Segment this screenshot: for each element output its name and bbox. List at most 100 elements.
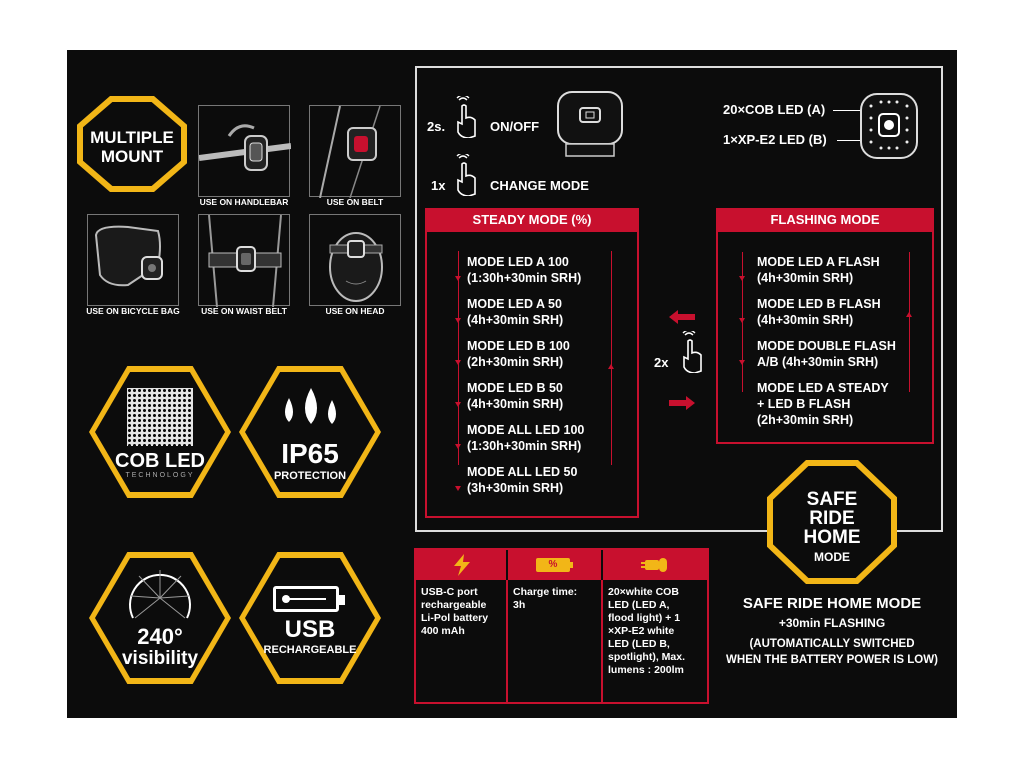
steady-mode-runtime: (1:30h+30min SRH) (467, 271, 582, 285)
steady-mode-runtime: (4h+30min SRH) (467, 313, 564, 327)
onoff-prefix: 2s. (427, 119, 446, 134)
safe-ride-home-badge: SAFE RIDE HOME MODE (767, 460, 897, 584)
visibility-title: 240° (137, 624, 183, 649)
water-drops-icon (285, 388, 336, 424)
infographic-panel: MULTIPLE MOUNT USE ON HANDLEBAR USE ON B… (67, 50, 957, 718)
spec-text-line: flood light) + 1 (608, 612, 681, 624)
spec-text-line: 3h (513, 599, 526, 611)
spec-header-charge-time: % (508, 550, 603, 580)
steady-return-line (611, 251, 612, 465)
press-hand-icon (456, 154, 476, 196)
safe-ride-title: SAFE RIDE HOME MODE (742, 595, 922, 612)
ip65-badge: IP65 PROTECTION (239, 366, 381, 498)
mount-badge-line1: MULTIPLE (90, 128, 174, 147)
pointer-line (833, 110, 861, 111)
steady-step-arrow (455, 402, 461, 407)
spec-text-line: 400 mAh (421, 625, 465, 637)
flashing-mode-detail: (4h+30min SRH) (757, 271, 854, 285)
safe-ride-line2: +30min FLASHING (778, 616, 886, 630)
steady-step-arrow (455, 276, 461, 281)
steady-step-arrow (455, 486, 461, 491)
bicycle-bag-mount-image (87, 214, 179, 306)
light-front-view-icon (860, 93, 918, 159)
head-mount-image (309, 214, 401, 306)
steady-mode-name: MODE ALL LED 50 (467, 465, 578, 479)
cob-led-label: 20×COB LED (A) (723, 102, 826, 117)
safe-badge-line4: MODE (814, 550, 850, 564)
flashing-mode-name: MODE LED B FLASH (757, 297, 881, 311)
steady-step-arrow (455, 318, 461, 323)
switch-right-arrow (669, 396, 695, 410)
steady-return-arrow (608, 364, 614, 369)
steady-down-line (458, 251, 459, 465)
cob-led-title: COB LED (115, 450, 205, 472)
steady-mode-header: STEADY MODE (%) (425, 208, 639, 232)
steady-mode-item: MODE LED B 50(4h+30min SRH) (467, 380, 563, 412)
thumb-label-bicycle-bag: USE ON BICYCLE BAG (86, 306, 180, 316)
handlebar-mount-image (198, 105, 292, 197)
steady-mode-item: MODE LED B 100 (2h+30min SRH) (467, 338, 570, 370)
change-mode-label: CHANGE MODE (490, 178, 589, 193)
switch-prefix: 2x (654, 355, 669, 370)
visibility-subtitle: visibility (121, 648, 199, 669)
flashing-mode-detail: (2h+30min SRH) (757, 413, 854, 427)
safe-ride-line3: (AUTOMATICALLY SWITCHED (749, 638, 915, 650)
steady-mode-runtime: (2h+30min SRH) (467, 355, 564, 369)
battery-tip (570, 562, 573, 568)
safe-ride-line4: WHEN THE BATTERY POWER IS LOW) (726, 654, 938, 666)
spec-text-line: rechargeable (421, 599, 487, 611)
spec-text-line: Charge time: (513, 586, 578, 598)
flashing-mode-item: MODE DOUBLE FLASH A/B (4h+30min SRH) (757, 338, 896, 370)
steady-mode-item: MODE ALL LED 50(3h+30min SRH) (467, 464, 577, 496)
flashing-mode-detail: + LED B FLASH (757, 397, 851, 411)
spec-text-line: LED (LED B, (608, 638, 670, 650)
multiple-mount-badge: MULTIPLE MOUNT (77, 96, 187, 192)
ip65-title: IP65 (281, 438, 339, 469)
battery-icon: % (536, 558, 570, 572)
press-hand-icon (682, 331, 702, 373)
steady-mode-name: MODE LED A 100 (467, 255, 569, 269)
steady-mode-item: MODE ALL LED 100(1:30h+30min SRH) (467, 422, 584, 454)
steady-mode-item: MODE LED A 100 (1:30h+30min SRH) (467, 254, 581, 286)
usb-battery-icon (273, 586, 345, 612)
flashing-mode-item: MODE LED B FLASH(4h+30min SRH) (757, 296, 881, 328)
spec-text-line: 20×white COB (608, 586, 679, 598)
visibility-angle-icon (129, 570, 191, 619)
flashing-mode-item: MODE LED A FLASH (4h+30min SRH) (757, 254, 880, 286)
onoff-label: ON/OFF (490, 119, 540, 134)
steady-step-arrow (455, 360, 461, 365)
spec-text-line: LED (LED A, (608, 599, 670, 611)
mount-badge-line2: MOUNT (100, 147, 164, 166)
cob-led-subtitle: TECHNOLOGY (125, 472, 195, 479)
bulb-icon (641, 558, 667, 572)
spec-text-line: ×XP-E2 white (608, 625, 675, 637)
thumb-label-belt: USE ON BELT (326, 197, 384, 207)
flashing-return-line (909, 252, 910, 392)
cob-led-badge: COB LED TECHNOLOGY (89, 366, 231, 498)
flashing-mode-name: MODE LED A FLASH (757, 255, 880, 269)
change-prefix: 1x (431, 178, 446, 193)
flashing-step-arrow (739, 318, 745, 323)
flashing-step-arrow (739, 360, 745, 365)
thumb-label-head: USE ON HEAD (325, 306, 385, 316)
flashing-mode-detail: A/B (4h+30min SRH) (757, 355, 879, 369)
steady-mode-name: MODE LED A 50 (467, 297, 562, 311)
flashing-mode-name: MODE LED A STEADY (757, 381, 889, 395)
steady-step-arrow (455, 444, 461, 449)
cob-led-grid-icon (127, 388, 193, 446)
spec-charge-time-cell: Charge time:3h (508, 580, 603, 702)
spec-header-charging (416, 550, 508, 580)
ip65-subtitle: PROTECTION (273, 470, 347, 482)
flashing-mode-item: MODE LED A STEADY + LED B FLASH (2h+30min … (757, 380, 889, 428)
waist-belt-mount-image (198, 214, 290, 308)
steady-mode-name: MODE LED B 100 (467, 339, 570, 353)
lightning-icon (454, 554, 470, 576)
flashing-mode-name: MODE DOUBLE FLASH (757, 339, 896, 353)
usb-badge: USB RECHARGEABLE (239, 552, 381, 684)
xp-led-label: 1×XP-E2 LED (B) (723, 132, 827, 147)
steady-mode-name: MODE ALL LED 100 (467, 423, 585, 437)
safe-badge-line2: RIDE (809, 508, 855, 529)
flashing-step-arrow (739, 276, 745, 281)
